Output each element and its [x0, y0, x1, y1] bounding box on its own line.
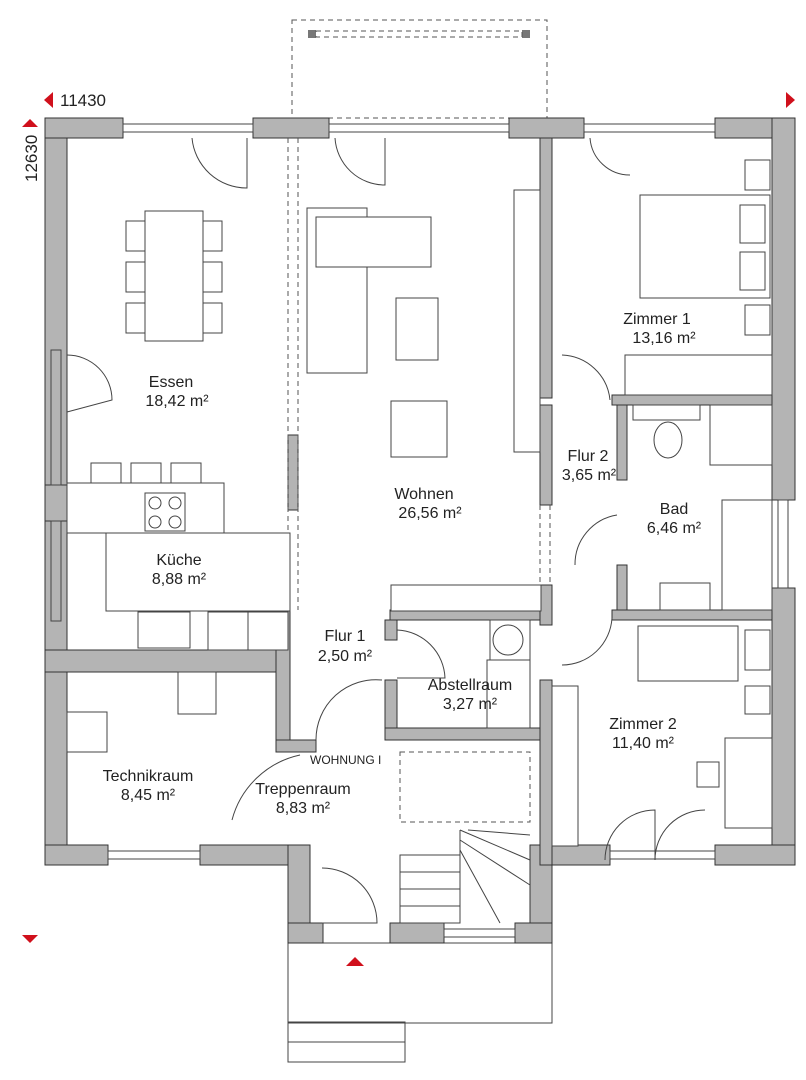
room-area: 8,83 m²: [276, 800, 331, 817]
room-area: 26,56 m²: [398, 505, 462, 522]
entrance-arrow-icon: [346, 957, 364, 966]
room-name: Wohnen: [394, 486, 453, 503]
pergola: [291, 19, 548, 119]
room-labels: Essen 18,42 m² Küche 8,88 m² Wohnen 26,5…: [103, 311, 702, 817]
doors: [66, 137, 706, 924]
depth-dimension: 12630: [22, 135, 41, 182]
staircase: [399, 751, 531, 924]
marker-left-icon: [44, 92, 53, 108]
room-area: 2,50 m²: [318, 648, 373, 665]
room-name: Zimmer 1: [623, 311, 691, 328]
furniture: [66, 159, 773, 847]
entrance-terrace: [287, 942, 553, 1063]
room-area: 11,40 m²: [612, 735, 675, 752]
room-name: Küche: [156, 552, 201, 569]
marker-down-icon: [22, 935, 38, 943]
room-name: Flur 2: [568, 448, 609, 465]
width-dimension: 11430: [60, 91, 106, 110]
room-name: Zimmer 2: [609, 716, 677, 733]
room-name: Essen: [149, 374, 193, 391]
marker-right-icon: [786, 92, 795, 108]
room-area: 13,16 m²: [632, 330, 696, 347]
room-area: 8,45 m²: [121, 787, 176, 804]
windows: [50, 123, 789, 938]
marker-up-icon: [22, 119, 38, 127]
room-area: 6,46 m²: [647, 520, 702, 537]
open-space-lines: [287, 138, 551, 610]
room-name: Abstellraum: [428, 677, 512, 694]
unit-label: WOHNUNG I: [310, 753, 381, 767]
room-name: Bad: [660, 501, 688, 518]
room-name: Treppenraum: [255, 781, 350, 798]
room-area: 8,88 m²: [152, 571, 207, 588]
room-name: Technikraum: [103, 768, 194, 785]
room-name: Flur 1: [325, 628, 366, 645]
room-area: 3,65 m²: [562, 467, 617, 484]
room-area: 3,27 m²: [443, 696, 498, 713]
room-area: 18,42 m²: [145, 393, 209, 410]
